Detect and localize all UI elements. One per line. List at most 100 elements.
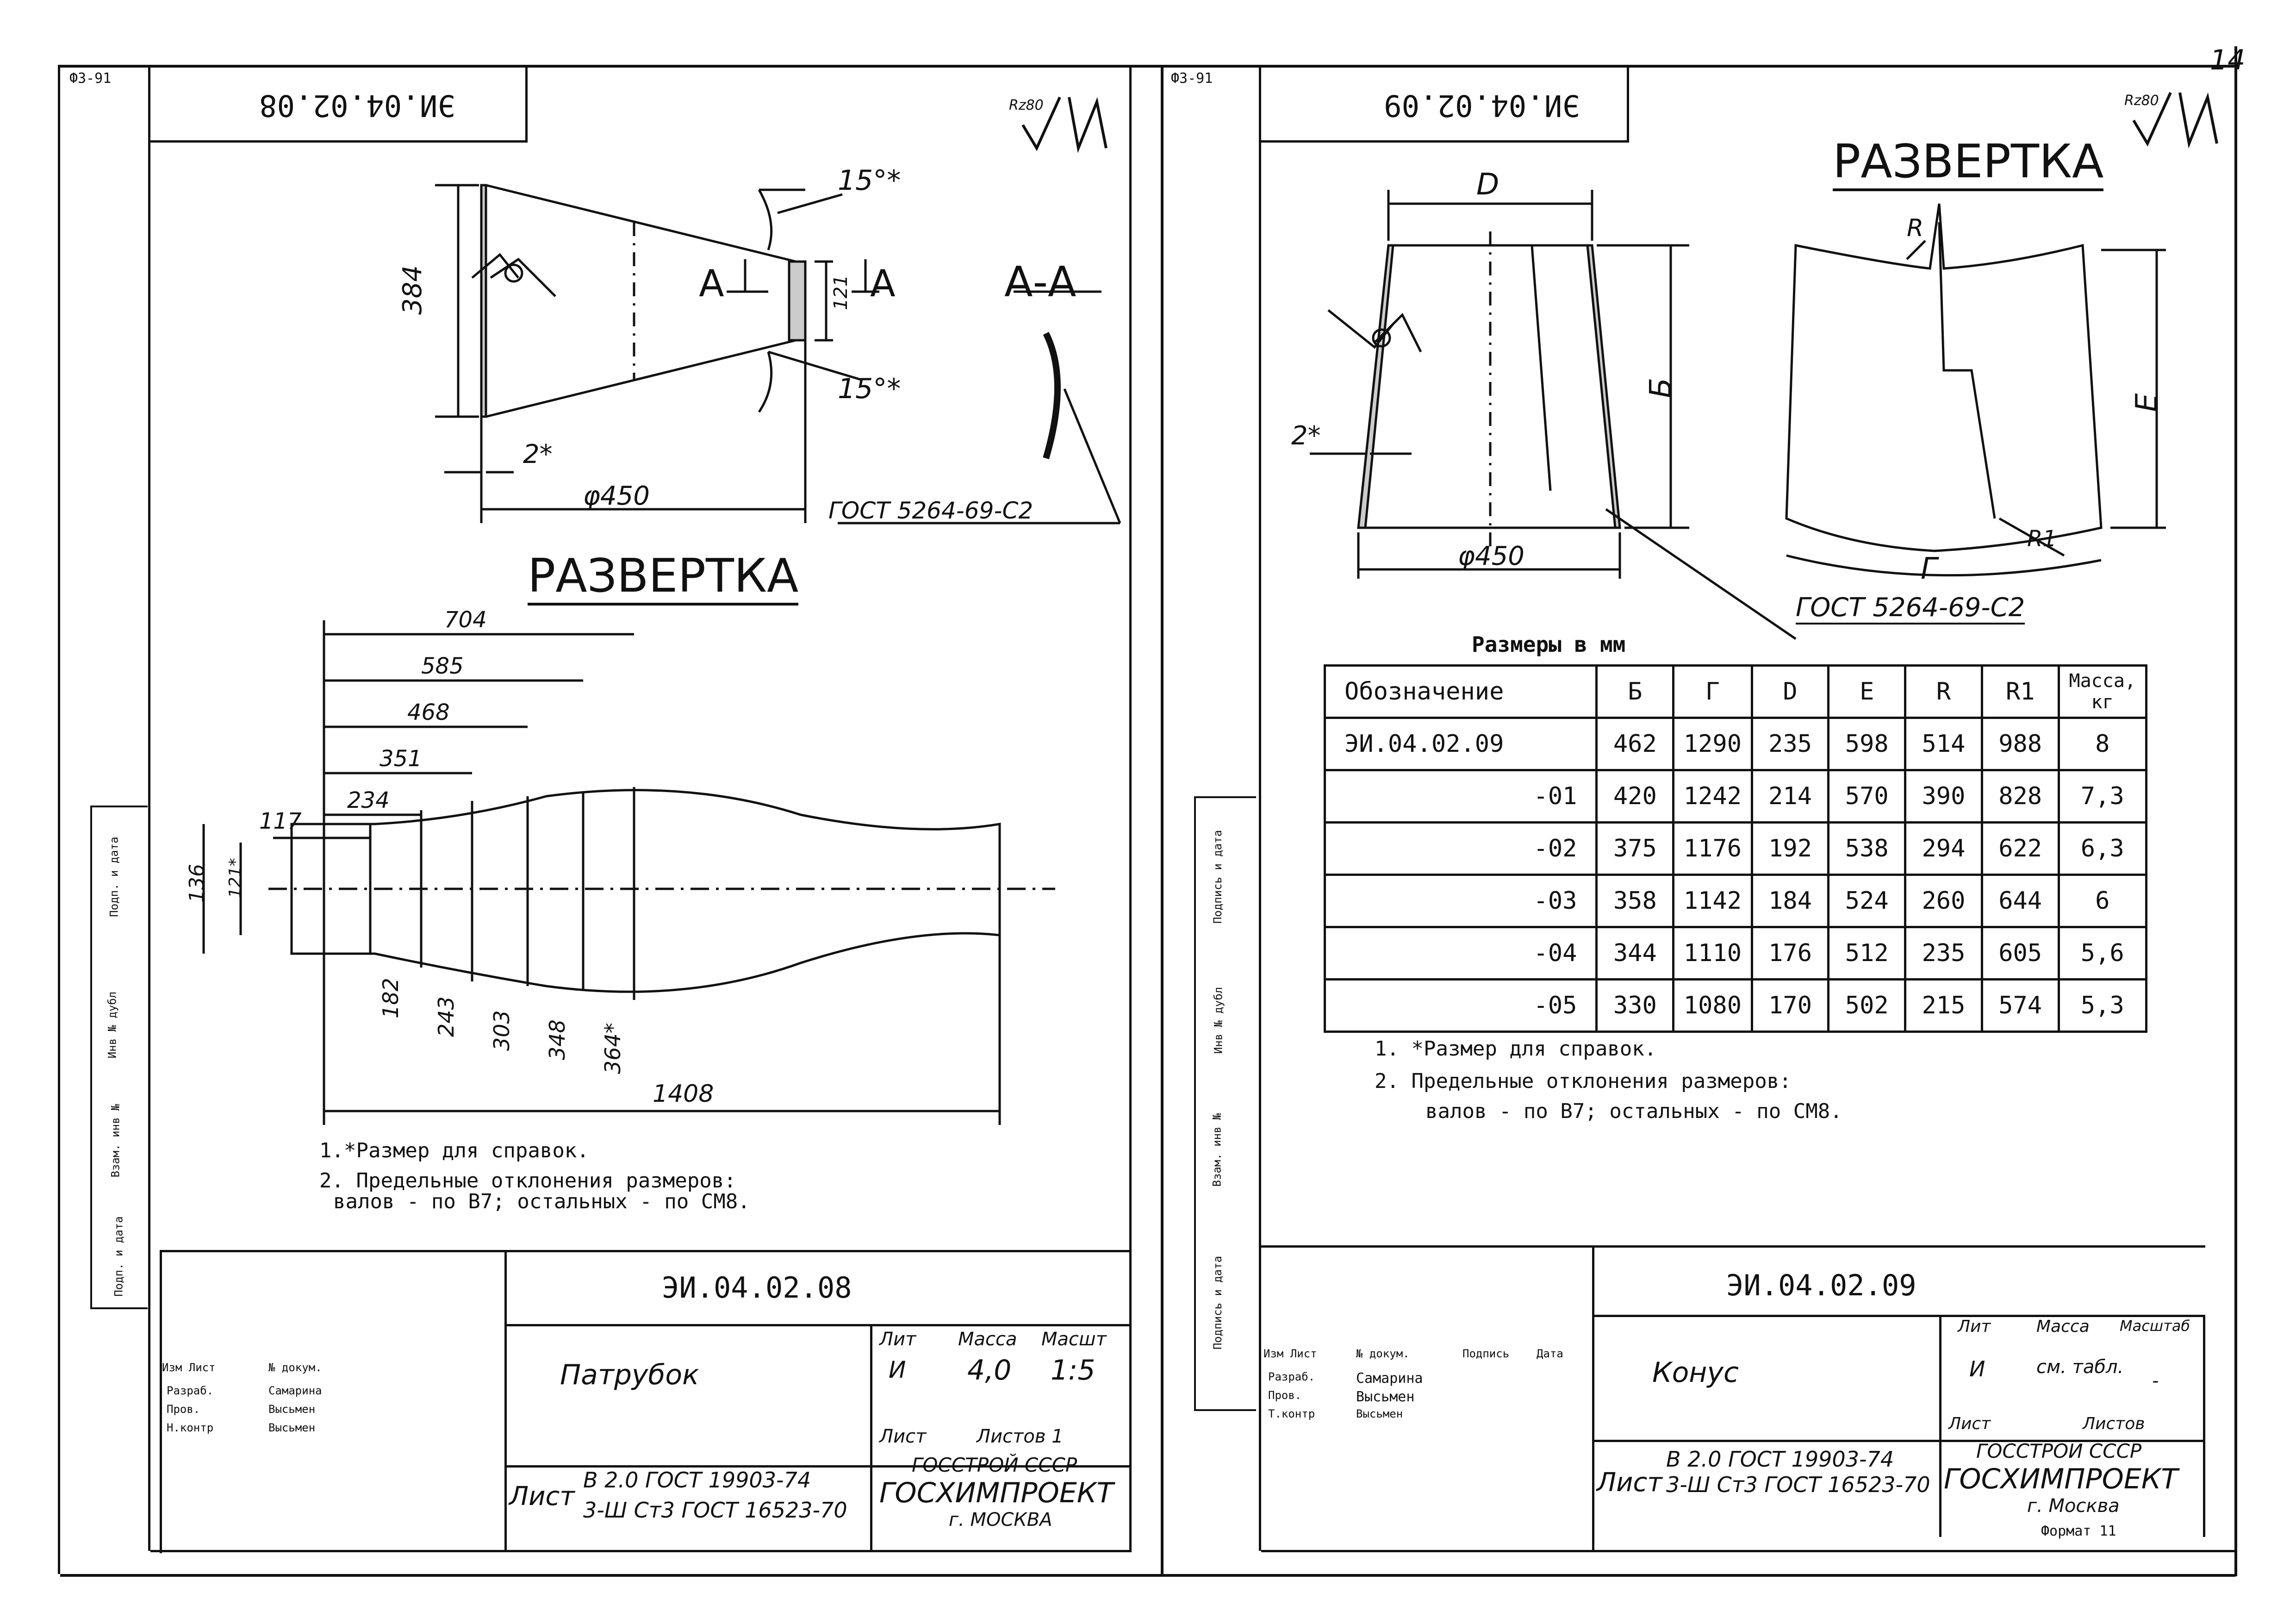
left-side-stamp-4: Подп. и дата [112,1216,125,1297]
table-cell: 214 [1750,769,1830,824]
table-cell: -02 [1323,821,1598,876]
table-header-cell: R [1904,664,1983,719]
right-tb-hdiv2 [1592,1440,2205,1442]
table-header-row: Обозначение Б Г D Е R R1 Масса, кг [1323,664,2147,719]
table-cell: 176 [1750,926,1830,981]
right-dim-height: Б [1644,378,1678,398]
table-cell: 1290 [1672,717,1753,771]
right-tb-name-3: Высьмен [1356,1389,1415,1405]
left-dev-h-351: 351 [380,746,422,772]
left-tb-designation: ЭИ.04.02.08 [662,1271,852,1305]
right-tb-role-4: Т.контр [1268,1407,1315,1420]
table-cell: 514 [1904,717,1983,771]
right-dev-r: R [1907,214,1923,242]
right-tb-hdiv1 [1592,1315,2205,1317]
left-dev-left-121: 121* [226,858,245,898]
table-cell: 7,3 [2057,769,2147,824]
left-section-mark-1: А [699,262,724,305]
left-frame-inner-left [148,65,150,1551]
right-side-stamp-column [1194,796,1256,1411]
left-frame-bottom [150,1550,1132,1552]
left-section-mark-2: А [870,262,896,305]
right-dev-e: Е [2130,393,2164,412]
right-roughness-icon [2132,92,2218,149]
left-tb-org-1: ГОССТРОЙ СССР [912,1454,1077,1476]
left-dim-diameter: φ450 [583,481,650,511]
table-row: ЭИ.04.02.09 462 1290 235 598 514 988 8 [1323,717,2147,771]
table-cell: 1142 [1672,874,1753,928]
right-side-stamp-4: Подпись и дата [1211,1255,1225,1350]
left-tb-material-2: 3-Ш Ст3 ГОСТ 16523-70 [583,1498,847,1523]
table-cell: 1176 [1672,821,1753,876]
table-cell: 1110 [1672,926,1753,981]
table-cell: 375 [1595,821,1675,876]
left-tb-col-scale: Масшт [1041,1329,1107,1350]
table-cell: 462 [1595,717,1675,771]
left-side-stamp-2: Инв № дубл [106,991,119,1059]
table-cell: 524 [1827,874,1907,928]
right-tb-role-1: Изм Лист [1263,1347,1317,1360]
left-note-2: 2. Предельные отклонения размеров: [319,1169,736,1193]
left-rotated-designation: ЭИ.04.02.08 [259,88,455,122]
left-tb-hdiv2 [504,1465,1129,1468]
table-row: -01 420 1242 214 570 390 828 7,3 [1323,769,2147,824]
right-table-caption: Размеры в мм [1472,632,1626,657]
right-tb-format: Формат 11 [2041,1523,2116,1539]
table-cell: -05 [1323,978,1598,1033]
table-header-cell: Б [1595,664,1675,719]
right-tb-name: Конус [1652,1356,1739,1389]
table-row: -02 375 1176 192 538 294 622 6,3 [1323,821,2147,876]
left-note-3: валов - по В7; остальных - по СМ8. [333,1190,750,1213]
right-tb-material-2: 3-Ш Ст3 ГОСТ 16523-70 [1666,1472,1930,1497]
table-cell: 828 [1980,769,2060,824]
table-cell: 260 [1904,874,1983,928]
left-tb-role-3: Пров. [167,1403,200,1416]
left-side-stamp-3: Взам. инв № [109,1104,122,1178]
right-side-stamp-2: Инв № дубл [1212,987,1225,1054]
left-tb-col-mass: Масса [958,1329,1017,1350]
left-weld-note: ГОСТ 5264-69-С2 [828,497,1033,524]
table-cell: 570 [1827,769,1907,824]
table-cell: 235 [1750,717,1830,771]
right-development-title: РАЗВЕРТКА [1833,134,2104,191]
left-tb-scale: 1:5 [1051,1354,1095,1387]
left-roughness-label: Rz80 [1009,97,1044,113]
left-dev-h-704: 704 [444,607,487,633]
right-dimensions-table: Обозначение Б Г D Е R R1 Масса, кг ЭИ.04… [1323,664,2147,1033]
table-cell: ЭИ.04.02.09 [1323,717,1598,771]
table-cell: -01 [1323,769,1598,824]
right-title-block [1261,1245,2205,1553]
left-dev-h-117: 117 [259,808,302,834]
left-dim-angle-bottom: 15°* [838,373,901,405]
left-dev-v-364: 364* [600,1023,625,1074]
right-tb-name-1: № докум. [1356,1347,1410,1360]
left-tb-role-1: Изм Лист [162,1361,216,1374]
left-dev-h-234: 234 [347,787,390,813]
table-header-cell: R1 [1980,664,2060,719]
right-tb-col-mass: Масса [2036,1317,2090,1336]
left-tb-vdiv2 [870,1324,872,1551]
table-cell: 6 [2057,874,2147,928]
table-cell: 605 [1980,926,2060,981]
right-weld-note: ГОСТ 5264-69-С2 [1796,593,2025,625]
table-header-cell: Масса, кг [2057,664,2147,719]
left-tb-hdiv1 [504,1324,1129,1326]
left-tb-sheets-label: Листов 1 [977,1426,1064,1447]
left-designation-box [150,67,528,143]
table-header-cell: Г [1672,664,1753,719]
right-note-1: 1. *Размер для справок. [1375,1037,1657,1061]
right-development-drawing: R Е Г R1 [1785,203,2166,586]
table-cell: 8 [2057,717,2147,771]
table-cell: 538 [1827,821,1907,876]
right-tb-org-1: ГОССТРОЙ СССР [1976,1440,2142,1462]
left-tb-name-1: № докум. [268,1361,322,1374]
right-tb-col-scale: Масштаб [2120,1317,2190,1335]
left-title-block [160,1250,1132,1553]
left-tb-sheet-label: Лист [879,1426,927,1447]
left-dim-height: 384 [398,265,428,315]
right-tb-role-2: Разраб. [1268,1370,1315,1383]
right-tb-org-2: ГОСХИМПРОЕКТ [1944,1463,2178,1495]
right-side-stamp-3: Взам. инв № [1210,1113,1224,1187]
left-tb-material-label: Лист [509,1481,575,1512]
right-tb-material-1: В 2.0 ГОСТ 19903-74 [1666,1447,1894,1472]
